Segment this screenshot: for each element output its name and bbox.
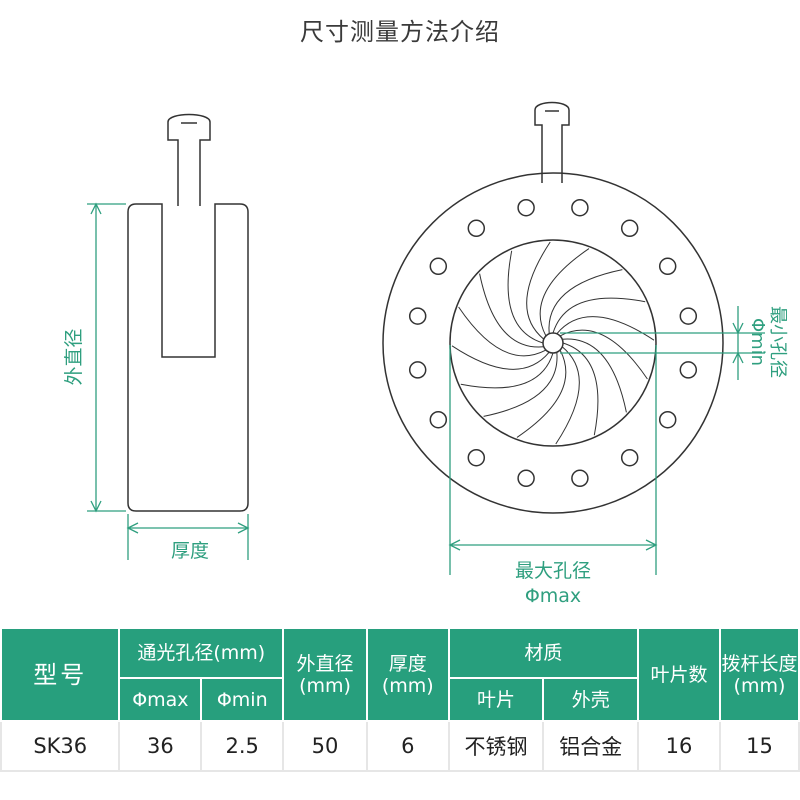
- mounting-hole: [679, 361, 698, 379]
- cell-outer-diameter: 50: [282, 720, 368, 772]
- outer-ring: [382, 172, 724, 514]
- dimension-diagram: 外直径 厚度 最小孔径 Φmin 最大孔径 Φmax: [63, 101, 788, 607]
- iris-blade: [516, 349, 567, 438]
- mounting-hole: [408, 361, 427, 379]
- header-phi-min: Φmin: [200, 677, 285, 722]
- cell-thickness: 6: [365, 720, 450, 772]
- spec-table: 型号 通光孔径(mm) 外直径 (mm) 厚度 (mm) 材质 叶片数 拨杆长度…: [0, 627, 800, 772]
- mounting-hole: [571, 198, 589, 217]
- header-shell: 外壳: [542, 677, 640, 722]
- cell-phi-max: 36: [118, 720, 203, 772]
- side-view-dimensions: [87, 202, 250, 560]
- iris-blade: [451, 345, 550, 370]
- table-header-row: 型号 通光孔径(mm) 外直径 (mm) 厚度 (mm) 材质 叶片数 拨杆长度…: [0, 627, 800, 722]
- cell-blade-material: 不锈钢: [447, 720, 545, 772]
- mounting-hole: [429, 410, 448, 429]
- mounting-hole: [429, 257, 448, 276]
- thickness-label: 厚度: [171, 540, 209, 562]
- outer-diameter-label: 外直径: [63, 328, 85, 385]
- cell-shell-material: 铝合金: [542, 720, 640, 772]
- table-row: SK36 36 2.5 50 6 不锈钢 铝合金 16 15: [0, 720, 800, 772]
- mounting-hole: [620, 219, 639, 238]
- front-view-dimensions: [448, 306, 765, 575]
- iris-blade: [507, 250, 544, 344]
- header-lever-length: 拨杆长度 (mm): [718, 627, 800, 722]
- mounting-hole: [658, 257, 677, 276]
- mounting-hole: [620, 448, 639, 467]
- min-aperture-symbol: Φmin: [747, 318, 768, 366]
- mounting-hole: [658, 410, 677, 429]
- iris-blade: [460, 352, 554, 389]
- page-title: 尺寸测量方法介绍: [300, 18, 500, 46]
- mounting-holes: [408, 198, 698, 488]
- mounting-hole: [408, 307, 427, 325]
- side-view: [127, 113, 249, 512]
- iris-blade: [559, 329, 648, 380]
- mounting-hole: [571, 469, 589, 488]
- header-outer-diameter-line2: (mm): [299, 674, 351, 697]
- iris-blade: [458, 306, 547, 357]
- min-aperture-label: 最小孔径: [767, 306, 788, 378]
- iris-blade: [555, 346, 580, 445]
- cell-phi-min: 2.5: [200, 720, 285, 772]
- center-aperture: [542, 332, 564, 354]
- iris-blade: [552, 297, 646, 334]
- iris-blade: [562, 338, 627, 413]
- front-view-lever: [534, 101, 570, 183]
- iris-blade: [483, 352, 558, 417]
- header-thickness: 厚度 (mm): [365, 627, 450, 722]
- iris-blade: [539, 248, 590, 337]
- iris-blade: [526, 241, 551, 340]
- header-material: 材质: [447, 627, 640, 679]
- side-view-lever: [167, 113, 211, 206]
- front-view: [382, 101, 724, 514]
- mounting-hole: [517, 198, 535, 217]
- header-blade-count: 叶片数: [637, 627, 721, 722]
- header-thickness-line1: 厚度: [388, 652, 427, 675]
- iris-blade: [479, 273, 544, 348]
- iris-blade: [548, 269, 623, 334]
- table-subheader-row: Φmax Φmin 叶片 外壳: [1, 677, 799, 722]
- header-lever-length-line1: 拨杆长度: [721, 652, 798, 675]
- header-outer-diameter: 外直径 (mm): [282, 627, 368, 722]
- header-phi-max: Φmax: [118, 677, 203, 722]
- header-model: 型号: [0, 627, 121, 722]
- cell-blade-count: 16: [637, 720, 721, 772]
- mounting-hole: [679, 307, 698, 325]
- mounting-hole: [467, 448, 486, 467]
- header-blade: 叶片: [447, 677, 545, 722]
- iris-blade: [556, 316, 655, 341]
- side-view-body: [127, 203, 249, 512]
- mounting-hole: [467, 219, 486, 238]
- header-thickness-line2: (mm): [381, 674, 434, 697]
- cell-model: SK36: [0, 720, 121, 772]
- mounting-hole: [517, 469, 535, 488]
- iris-blades: [451, 241, 655, 445]
- max-aperture-label: 最大孔径: [515, 560, 591, 582]
- header-outer-diameter-line1: 外直径: [296, 652, 354, 675]
- max-aperture-symbol: Φmax: [525, 585, 581, 607]
- blade-housing: [449, 239, 657, 447]
- header-aperture: 通光孔径(mm): [118, 627, 285, 679]
- cell-lever-length: 15: [718, 720, 800, 772]
- iris-blade: [562, 342, 599, 436]
- header-lever-length-line2: (mm): [733, 674, 786, 697]
